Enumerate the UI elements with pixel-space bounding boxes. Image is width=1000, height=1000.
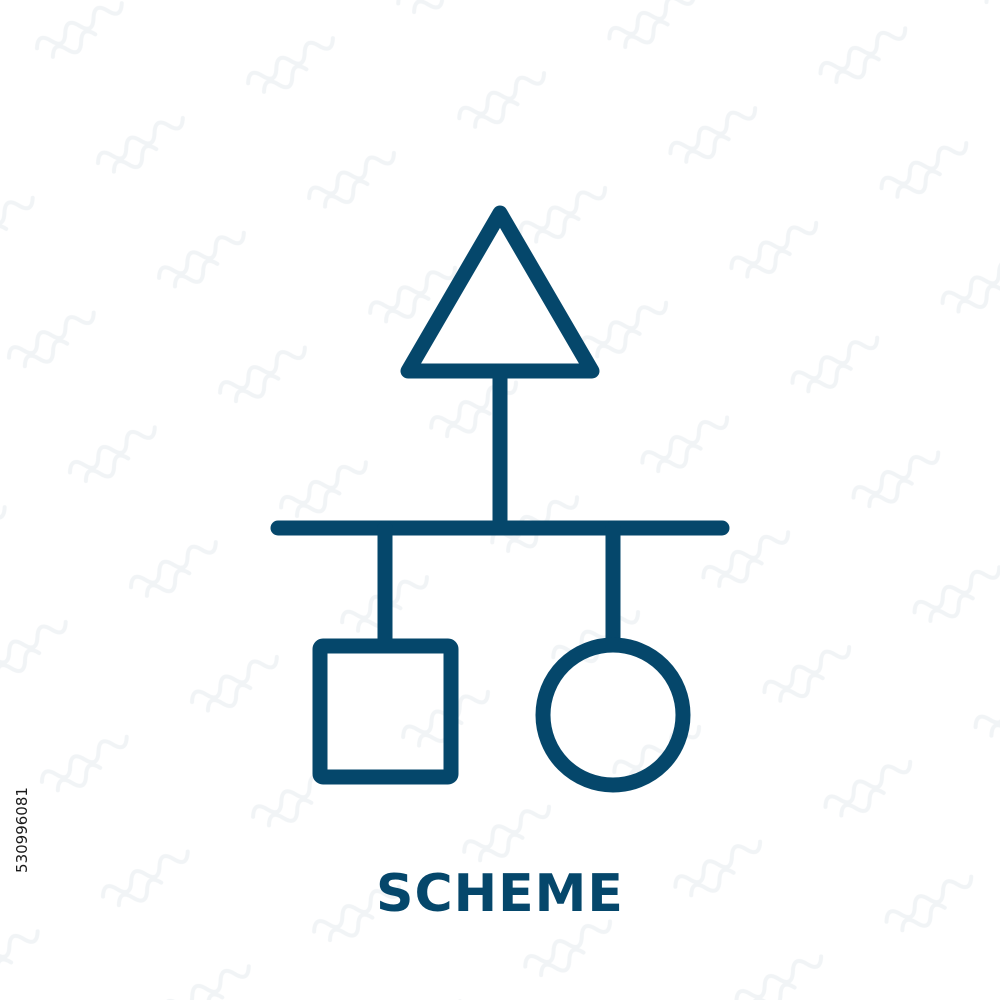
icon-caption: SCHEME — [0, 858, 1000, 930]
square-node — [312, 638, 459, 785]
triangle-node — [400, 205, 600, 379]
caption-label: SCHEME — [376, 864, 624, 924]
circle-node — [535, 637, 691, 793]
stock-id-text: 530996081 — [13, 787, 31, 873]
